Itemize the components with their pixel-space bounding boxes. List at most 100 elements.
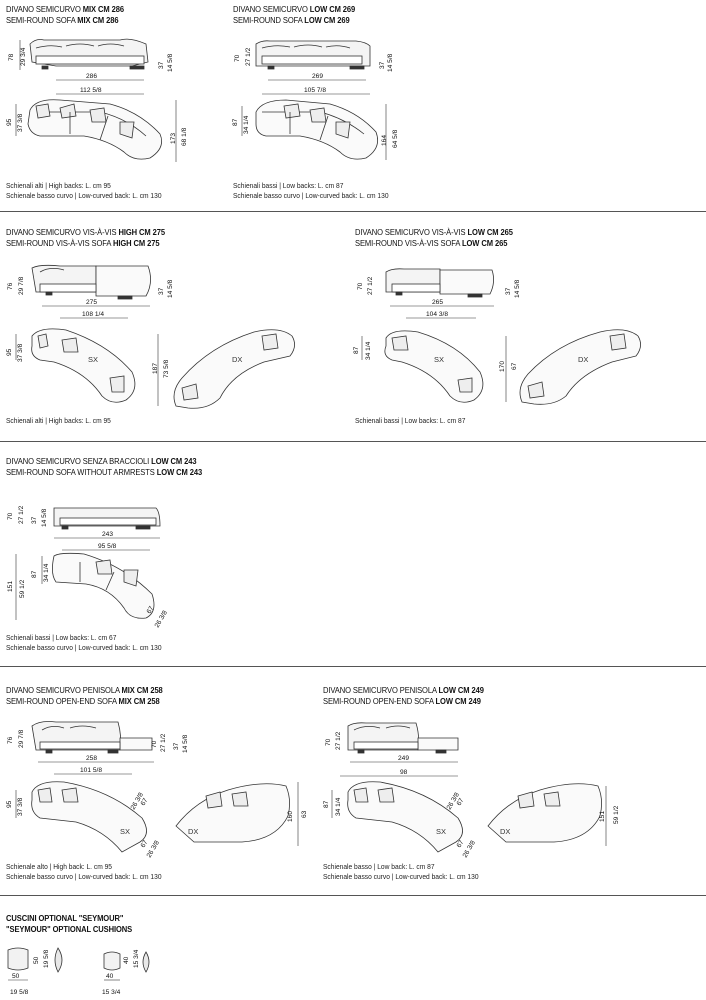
dim-width: 265	[432, 299, 443, 306]
dim-height2: 70	[151, 740, 158, 748]
title-text: SEMI-ROUND SOFA WITHOUT ARMRESTS	[6, 467, 157, 477]
dim-depth-in: 34 1/4	[335, 797, 342, 816]
dim-width-in: 98	[400, 769, 408, 776]
dim-cushion1-h: 50	[33, 956, 40, 964]
title-text: DIVANO SEMICURVO SENZA BRACCIOLI	[6, 456, 152, 466]
note-1: Schienali bassi | Low backs: L. cm 87	[355, 416, 466, 425]
section-open-end-low-249: DIVANO SEMICURVO PENISOLA LOW CM 249 SEM…	[323, 685, 506, 707]
dim-depth-in: 34 1/4	[365, 341, 372, 360]
title-bold: HIGH CM 275	[118, 227, 166, 237]
title-text: DIVANO SEMICURVO VIS-À-VIS	[355, 227, 468, 237]
dim-depth2: 164	[381, 135, 388, 146]
divider	[0, 666, 706, 667]
dim-width-in: 104 3/8	[426, 311, 448, 318]
title-bold: HIGH CM 275	[112, 238, 160, 248]
dim-depth: 151	[7, 581, 14, 592]
title-bold: LOW CM 243	[151, 456, 197, 466]
title-text: DIVANO SEMICURVO	[6, 4, 83, 14]
dim-depth: 87	[232, 118, 239, 126]
dim-cushion2-w: 40	[106, 973, 114, 980]
dim-height-in: 29 3/4	[20, 47, 27, 66]
label-dx: DX	[188, 827, 198, 836]
dim-height-in: 27 1/2	[245, 47, 252, 66]
dim-arm: 67	[140, 797, 150, 807]
notes-vis-a-vis-high: Schienali alti | High backs: L. cm 95	[6, 416, 123, 426]
dim-arm: 67	[146, 605, 156, 615]
dim-cushion1-h-in: 19 5/8	[43, 949, 50, 968]
dim-depth2-in: 68 1/8	[181, 127, 188, 146]
label-sx: SX	[436, 827, 446, 836]
sofa-no-armrests-drawing: 70 27 1/2 37 14 5/8 243 95 5/8 151 59 1/…	[7, 505, 169, 629]
dim-depth2: 87	[31, 570, 38, 578]
note-2: Schienale basso curvo | Low-curved back:…	[323, 872, 479, 881]
title-bold: MIX CM 258	[118, 696, 160, 706]
note-1: Schienali bassi | Low backs: L. cm 67	[6, 633, 117, 642]
dim-depth-in: 37 3/8	[17, 797, 24, 816]
dim-depth2: 170	[499, 361, 506, 372]
label-dx: DX	[232, 355, 242, 364]
notes-open-end-low: Schienale basso | Low back: L. cm 87 Sch…	[323, 862, 496, 882]
dim-width-in: 105 7/8	[304, 87, 326, 94]
dim-width: 258	[86, 755, 97, 762]
dim-seat: 37	[31, 516, 38, 524]
dim-depth2-in: 67	[511, 362, 518, 370]
title-text: SEMI-ROUND SOFA	[6, 15, 78, 25]
dim-depth-in: 34 1/4	[243, 115, 250, 134]
label-sx: SX	[434, 355, 444, 364]
dim-seat-in: 14 5/8	[182, 734, 189, 753]
title-text: DIVANO SEMICURVO PENISOLA	[6, 685, 122, 695]
section-title-en: SEMI-ROUND SOFA MIX CM 286	[6, 15, 124, 26]
dim-depth: 95	[6, 800, 13, 808]
dim-height: 70	[7, 512, 14, 520]
dim-depth: 95	[6, 118, 13, 126]
title-bold: LOW CM 269	[309, 4, 356, 14]
divider	[0, 441, 706, 442]
section-title-it: DIVANO SEMICURVO PENISOLA LOW CM 249	[323, 685, 484, 696]
dim-depth-in: 37 3/8	[17, 343, 24, 362]
section-title-it: DIVANO SEMICURVO LOW CM 269	[233, 4, 355, 15]
note-2: Schienale basso curvo | Low-curved back:…	[6, 643, 162, 652]
notes-mix-286: Schienali alti | High backs: L. cm 95 Sc…	[6, 181, 179, 201]
dim-seat-in: 14 5/8	[41, 508, 48, 527]
section-low-269: DIVANO SEMICURVO LOW CM 269 SEMI-ROUND S…	[233, 4, 372, 26]
title-bold: MIX CM 286	[82, 4, 124, 14]
section-title-en: SEMI-ROUND SOFA WITHOUT ARMRESTS LOW CM …	[6, 467, 202, 478]
label-sx: SX	[120, 827, 130, 836]
title-bold: MIX CM 286	[77, 15, 119, 25]
dim-seat: 37	[173, 742, 180, 750]
title-bold: LOW CM 249	[438, 685, 484, 695]
section-title-it: DIVANO SEMICURVO VIS-À-VIS HIGH CM 275	[6, 227, 165, 238]
section-title-it: DIVANO SEMICURVO MIX CM 286	[6, 4, 124, 15]
dim-depth2: 173	[170, 133, 177, 144]
dim-width: 243	[102, 531, 113, 538]
dim-seat-in: 14 5/8	[167, 53, 174, 72]
dim-depth-in: 37 3/8	[17, 113, 24, 132]
dim-depth2: 187	[152, 363, 159, 374]
dim-width: 249	[398, 755, 409, 762]
dim-cushion2-h: 40	[123, 956, 130, 964]
dim-seat-in: 14 5/8	[514, 279, 521, 298]
section-title-en: "SEYMOUR" OPTIONAL CUSHIONS	[6, 924, 133, 934]
note-1: Schienale basso | Low back: L. cm 87	[323, 862, 435, 871]
cushion-small	[103, 951, 121, 971]
dim-seat: 37	[158, 61, 165, 69]
note-1: Schienali alti | High backs: L. cm 95	[6, 416, 111, 425]
note-2: Schienale basso curvo | Low-curved back:…	[6, 872, 162, 881]
title-bold: LOW CM 243	[156, 467, 203, 477]
sofa-mix-286-drawing: 78 29 3/4 37 14 5/8 286 112 5/8 95 37 3/…	[6, 38, 188, 162]
note-2: Schienale basso curvo | Low-curved back:…	[233, 191, 389, 200]
title-text: SEMI-ROUND SOFA	[233, 15, 305, 25]
dim-arm: 67	[456, 797, 466, 807]
section-title-it: DIVANO SEMICURVO VIS-À-VIS LOW CM 265	[355, 227, 513, 238]
dim-height: 70	[357, 282, 364, 290]
dim-depth: 87	[323, 800, 330, 808]
dim-seat-in: 14 5/8	[167, 279, 174, 298]
dim-seat: 37	[379, 61, 386, 69]
top-view	[27, 99, 163, 160]
dim-width: 286	[86, 73, 97, 80]
dim-height: 70	[234, 54, 241, 62]
dim-depth2-in: 64 5/8	[392, 129, 399, 148]
note-1: Schienali bassi | Low backs: L. cm 87	[233, 181, 344, 190]
dim-width-in: 95 5/8	[98, 543, 117, 550]
sofa-vis-a-vis-low-drawing: 70 27 1/2 37 14 5/8 265 104 3/8 SX DX 87…	[353, 268, 641, 405]
